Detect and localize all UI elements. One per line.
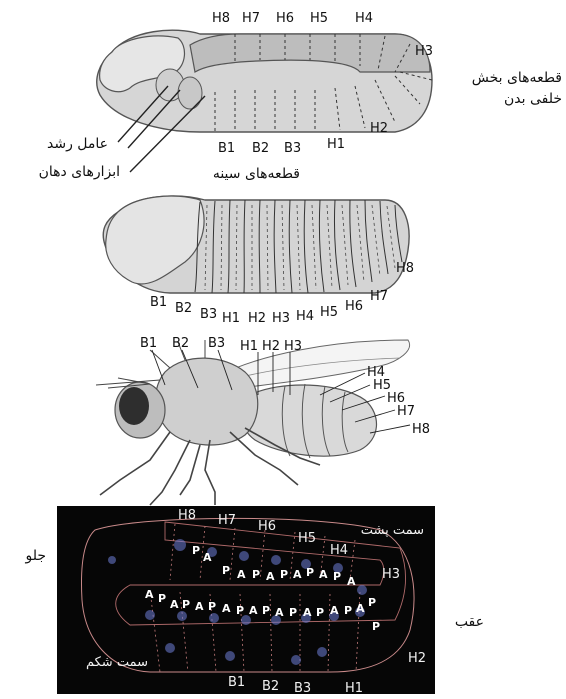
back-label: عقب (455, 614, 484, 630)
p4-top-label-0: H8 (178, 508, 196, 523)
p4-bottom-label-0: B1 (228, 675, 245, 690)
p1-bottom-label-2: B3 (284, 141, 301, 156)
panel-embryo-segmented: B1 B2 B3 H1 H2 H3 H4 H5 H6 H7 H8 (103, 196, 414, 326)
embryo1-mouth-lobe-2 (178, 77, 202, 109)
pa-letter: A (275, 606, 284, 619)
panel-embryo-early: H8 H7 H6 H5 H4 H3 B1 B2 B3 H1 H2 قطعه‌ها… (39, 11, 562, 182)
p1-bottom-label-1: B2 (252, 141, 269, 156)
pa-letter: A (170, 598, 179, 611)
pa-letter: P (236, 604, 244, 617)
p4-top-label-3: H5 (298, 531, 316, 546)
pa-letter: P (368, 596, 376, 609)
pa-letter: P (222, 564, 230, 577)
pa-letter: P (344, 604, 352, 617)
pa-letter: P (333, 570, 341, 583)
p1-top-label-1: H7 (242, 11, 260, 26)
p4-top-label-4: H4 (330, 543, 348, 558)
p2-label-10: H8 (396, 261, 414, 276)
pa-letter: A (222, 602, 231, 615)
p4-bottom-label-2: B3 (294, 681, 311, 696)
pa-letter: A (356, 602, 365, 615)
p3-label-2: B3 (208, 336, 225, 351)
pa-letter: A (203, 551, 212, 564)
p2-label-6: H4 (296, 309, 314, 324)
p2-label-8: H6 (345, 299, 363, 314)
p4-top-label-1: H7 (218, 513, 236, 528)
pa-letter: P (208, 600, 216, 613)
pa-letter: A (145, 588, 154, 601)
p1-bottom-label-4: H2 (370, 121, 388, 136)
fly-abdomen (241, 385, 377, 456)
p3-label-10: H8 (412, 422, 430, 437)
fly-eye (119, 387, 149, 425)
p2-label-7: H5 (320, 305, 338, 320)
pa-letter: P (280, 568, 288, 581)
pa-letter: P (158, 592, 166, 605)
pa-letter: A (249, 604, 258, 617)
p3-label-5: H3 (284, 339, 302, 354)
p3-label-3: H1 (240, 339, 258, 354)
panel-adult-fly: B1 B2 B3 H1 H2 H3 H4 H5 H6 H7 H8 (96, 336, 430, 505)
p2-label-9: H7 (370, 289, 388, 304)
fly-thorax (156, 358, 258, 445)
p4-bottom-label-3: H1 (345, 681, 363, 696)
p1-right-label: H3 (415, 44, 433, 59)
p3-label-1: B2 (172, 336, 189, 351)
ventral-label: سمت شکم (86, 655, 148, 670)
caption-abdominal-1: قطعه‌های بخش (472, 70, 562, 86)
pa-letter: P (182, 598, 190, 611)
front-label: جلو (24, 548, 46, 564)
p2-label-0: B1 (150, 295, 167, 310)
pa-letter: A (319, 568, 328, 581)
p1-top-label-3: H5 (310, 11, 328, 26)
p2-label-5: H3 (272, 311, 290, 326)
caption-mouthparts: ابزارهای دهان (39, 164, 120, 180)
pa-letter: A (293, 568, 302, 581)
p4-top-label-2: H6 (258, 519, 276, 534)
pa-letter: P (252, 568, 260, 581)
pa-letter: A (303, 606, 312, 619)
pa-letter: P (306, 566, 314, 579)
caption-growth-factor: عامل رشد (47, 136, 108, 152)
caption-thoracic: قطعه‌های سینه (213, 166, 300, 182)
p3-label-0: B1 (140, 336, 157, 351)
p2-label-3: H1 (222, 311, 240, 326)
caption-abdominal-2: خلفی بدن (504, 91, 562, 107)
p3-label-4: H2 (262, 339, 280, 354)
p2-label-2: B3 (200, 307, 217, 322)
pa-letter: A (266, 570, 275, 583)
p4-bottom-label-1: B2 (262, 679, 279, 694)
p2-label-4: H2 (248, 311, 266, 326)
p1-top-label-2: H6 (276, 11, 294, 26)
pa-letter: P (316, 606, 324, 619)
panel-micrograph: P A P A P A P A P A P A A P A P A P A P … (24, 506, 484, 696)
pa-letter: P (372, 620, 380, 633)
pa-letter: A (237, 568, 246, 581)
p4-top-label-5: H3 (382, 567, 400, 582)
p2-label-1: B2 (175, 301, 192, 316)
pa-letter: P (192, 544, 200, 557)
pa-letter: P (289, 606, 297, 619)
p1-top-label-0: H8 (212, 11, 230, 26)
pa-letter: A (330, 604, 339, 617)
p4-bottom-label-4: H2 (408, 651, 426, 666)
pa-letter: A (347, 575, 356, 588)
pa-letter: A (195, 600, 204, 613)
dorsal-label: سمت پشت (361, 523, 424, 538)
p1-top-label-4: H4 (355, 11, 373, 26)
p1-bottom-label-0: B1 (218, 141, 235, 156)
p3-label-9: H7 (397, 404, 415, 419)
p1-bottom-label-3: H1 (327, 137, 345, 152)
pa-letter: P (262, 604, 270, 617)
